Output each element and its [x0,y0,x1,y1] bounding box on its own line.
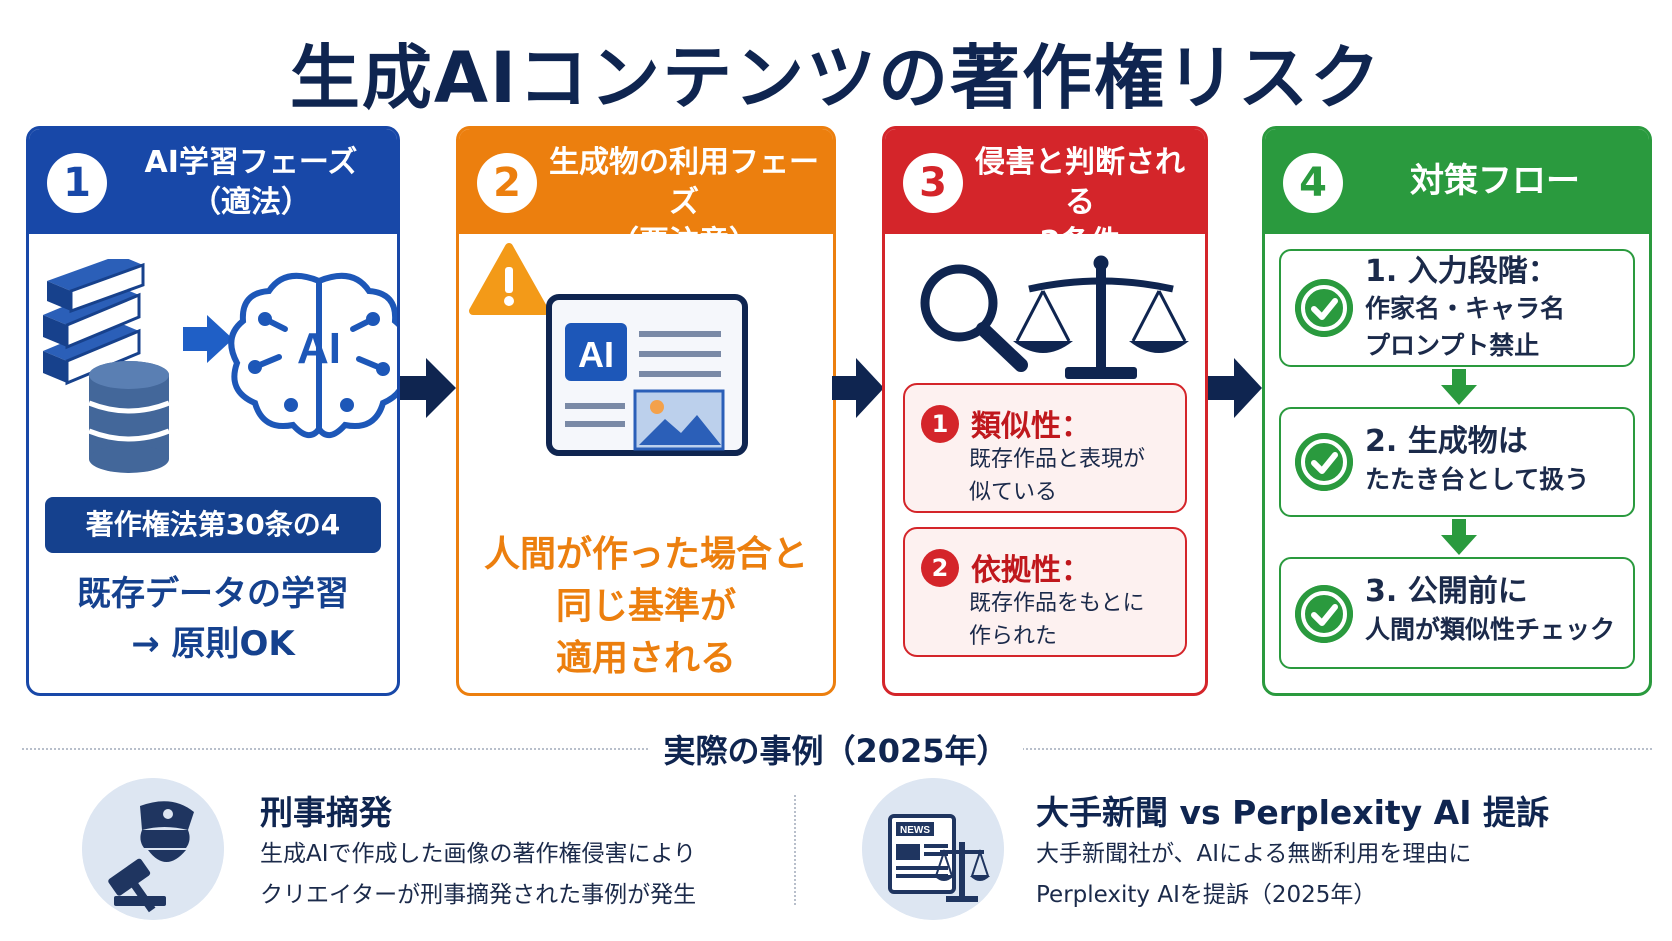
arrow-right-icon [183,315,233,363]
step-output: 2. 生成物は たたき台として扱う [1279,407,1635,517]
condition-number: 1 [921,405,959,443]
police-gavel-icon [82,778,224,920]
generated-content-icon: AI [546,294,748,456]
case-desc: 大手新聞社が、AIによる無断利用を理由に Perplexity AIを提訴（20… [1036,841,1472,908]
down-arrow-icon [1441,519,1477,555]
phase-title: AI学習フェーズ （適法） [144,145,358,220]
check-icon [1295,279,1353,337]
magnifier-icon [920,264,1028,372]
case-title: 刑事摘発 [260,793,392,832]
phase-header: 1 AI学習フェーズ （適法） [29,129,397,234]
phase-number: 3 [903,153,963,213]
ai-brain-icon [228,272,397,438]
flow-arrow-icon [400,358,456,418]
case-title: 大手新聞 vs Perplexity AI 提訴 [1036,793,1549,832]
phase-number: 1 [47,153,107,213]
phase-number: 4 [1283,153,1343,213]
condition-desc: 既存作品と表現が 似ている [969,447,1146,505]
condition-desc: 既存作品をもとに 作られた [969,591,1145,649]
phase-panel-learning: 1 AI学習フェーズ （適法） [26,126,400,696]
step-review: 3. 公開前に 人間が類似性チェック [1279,557,1635,669]
condition-title: 依拠性： [971,553,1091,588]
check-icon [1295,585,1353,643]
warning-icon [469,243,549,315]
newspaper-scales-icon: NEWS [862,778,1004,920]
learning-result: 既存データの学習 → 原則OK [77,574,349,664]
usage-illustration: AI [469,243,748,456]
card-label: AI [578,334,614,375]
phase-title: 対策フロー [1410,161,1580,201]
phase-header: 3 侵害と判断される 2条件 [885,129,1205,260]
case-desc: 生成AIで作成した画像の著作権侵害により クリエイターが刑事摘発された事例が発生 [260,841,697,908]
usage-warning-text: 人間が作った場合と 同じ基準が 適用される [483,534,808,679]
phase-title: 生成物の利用フェーズ （要注意） [549,145,819,260]
database-icon [88,361,170,473]
law-badge: 著作権法第30条の4 [45,497,381,553]
condition-reliance: 2 依拠性： 既存作品をもとに 作られた [903,527,1187,657]
flow-arrow-icon [832,358,884,418]
phase-title: 侵害と判断される 2条件 [975,145,1185,260]
phase-number: 2 [477,153,537,213]
page-title: 生成AIコンテンツの著作権リスク [289,37,1383,119]
cases-separator [794,795,796,905]
phase-header: 2 生成物の利用フェーズ （要注意） [459,129,833,260]
down-arrow-icon [1441,369,1477,405]
brain-label: AI [297,324,341,373]
step-text: 2. 生成物は たたき台として扱う [1365,424,1590,494]
step-input: 1. 入力段階： 作家名・キャラ名 プロンプト禁止 [1279,249,1635,367]
books-icon [43,259,145,386]
flow-arrow-icon [1208,358,1262,418]
phase-header: 4 対策フロー [1265,129,1649,234]
condition-number: 2 [921,549,959,587]
phase-panel-usage: 2 生成物の利用フェーズ （要注意） AI 人間が作った場合と 同じ基準が [456,126,836,696]
phase-panel-countermeasures: 4 対策フロー 1. 入力段階： 作家名・キャラ名 プロンプト禁止 2. 生成物… [1262,126,1652,696]
condition-title: 類似性： [971,409,1091,444]
phase-panel-infringement: 3 侵害と判断される 2条件 1 類似性： 既存作品と表現が 似ている [882,126,1208,696]
infringement-illustration [920,255,1189,379]
check-icon [1295,433,1353,491]
paper-label: NEWS [900,825,930,836]
cases-heading: 実際の事例（2025年） [0,726,1672,772]
condition-similarity: 1 類似性： 既存作品と表現が 似ている [903,383,1187,513]
step-text: 1. 入力段階： 作家名・キャラ名 プロンプト禁止 [1365,254,1566,360]
step-text: 3. 公開前に 人間が類似性チェック [1365,574,1616,644]
learning-illustration: AI [43,259,397,473]
scales-icon [1013,255,1189,379]
